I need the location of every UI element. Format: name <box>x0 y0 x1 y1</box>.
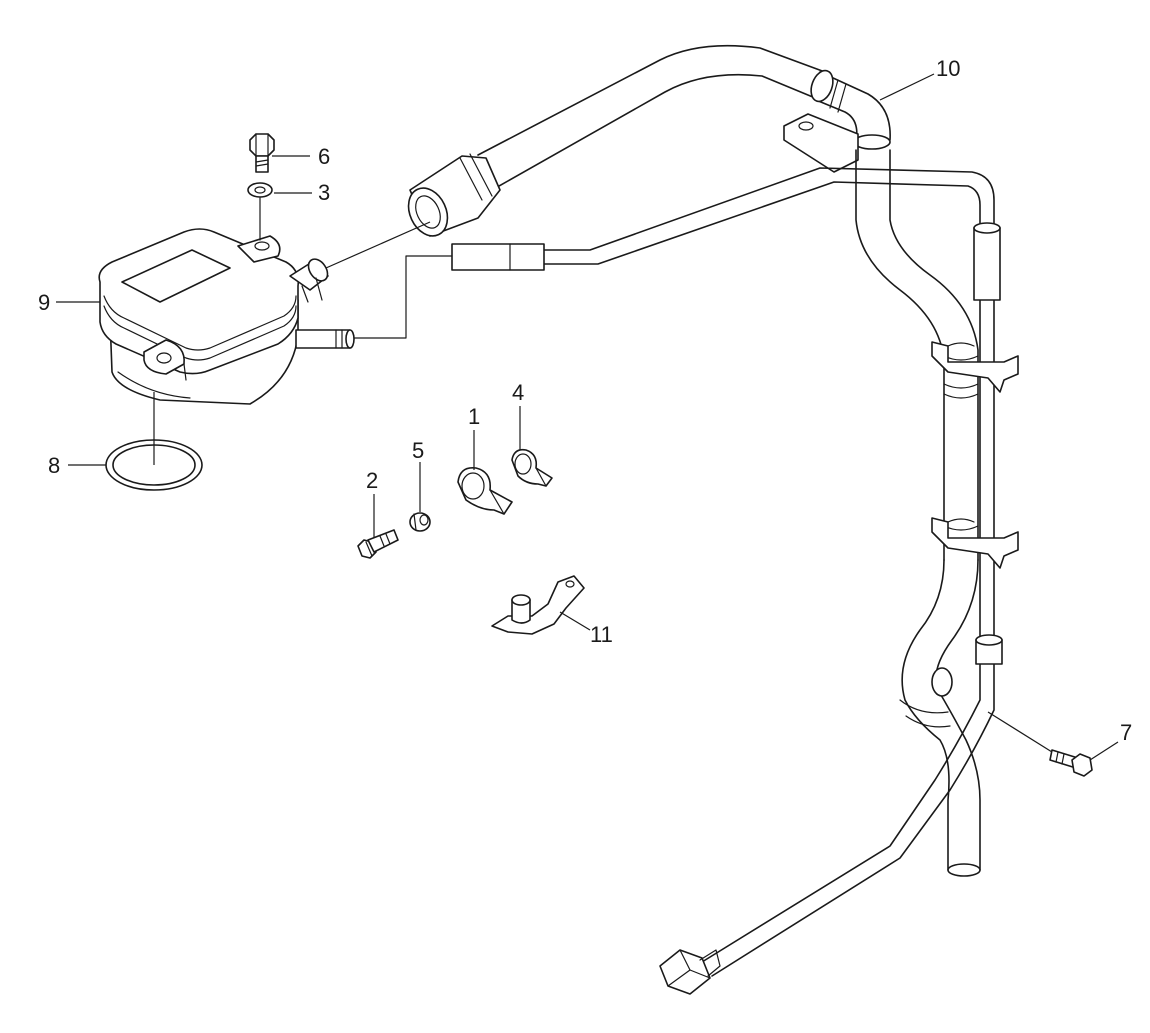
bolt-2 <box>357 529 399 559</box>
washer-3 <box>247 182 273 198</box>
callout-10: 10 <box>936 56 960 81</box>
filter-housing <box>98 228 355 405</box>
vertical-hose <box>855 149 981 877</box>
bracket-11 <box>491 575 585 635</box>
elbow-fitting <box>783 69 891 173</box>
callout-7: 7 <box>1120 720 1132 745</box>
callout-11: 11 <box>590 622 613 647</box>
callout-8: 8 <box>48 453 60 478</box>
callout-4: 4 <box>512 380 524 405</box>
hose-clips <box>931 341 1019 569</box>
callout-labels: 1 2 3 4 5 6 7 8 9 10 11 <box>38 56 1132 745</box>
callout-1: 1 <box>468 404 480 429</box>
callout-5: 5 <box>412 438 424 463</box>
bolt-6 <box>249 133 275 173</box>
callout-2: 2 <box>366 468 378 493</box>
callout-3: 3 <box>318 180 330 205</box>
callout-6: 6 <box>318 144 330 169</box>
clamp-4 <box>511 448 553 487</box>
bolt-7 <box>1049 749 1093 777</box>
return-hose <box>407 44 826 237</box>
callout-9: 9 <box>38 290 50 315</box>
leader-lines <box>56 73 1119 761</box>
nut-5 <box>409 512 431 532</box>
fuel-pipe <box>351 167 1003 995</box>
clamp-1 <box>457 466 513 515</box>
